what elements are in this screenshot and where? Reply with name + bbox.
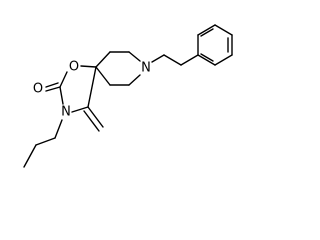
- bond-ph-6: [197, 24, 216, 36]
- bond-propyl-1: [54, 119, 63, 139]
- bond-pip-spiro-lower: [95, 66, 111, 86]
- atom-carbonyl-oxygen: O: [33, 82, 43, 97]
- bond-pip-lower-n: [128, 74, 141, 86]
- bond-carbonyl-n: [59, 86, 64, 105]
- bond-carbonyl-1: [45, 86, 61, 92]
- piperidine-ring: [95, 51, 141, 86]
- bond-ph-inner-2: [200, 53, 214, 62]
- bond-linker-1: [180, 54, 199, 66]
- bond-pip-upper-spiro: [95, 51, 111, 68]
- bond-c4-spiro: [87, 66, 97, 108]
- propyl-chain: [23, 119, 63, 168]
- bond-o-carbonyl: [59, 71, 68, 88]
- bond-ph-4: [197, 54, 216, 66]
- bond-linker-2: [163, 54, 182, 66]
- bond-methylene-2: [83, 110, 100, 132]
- atom-piperidine-nitrogen: N: [141, 61, 151, 76]
- ethyl-linker: [151, 54, 199, 66]
- bond-linker-3: [151, 54, 165, 63]
- oxazolidinone-ring: [59, 65, 97, 113]
- bond-ph-1: [214, 24, 233, 36]
- atom-ring-nitrogen: N: [61, 105, 71, 120]
- bond-propyl-2: [35, 137, 56, 146]
- bond-ph-3: [214, 54, 233, 66]
- methylene-group: [83, 106, 104, 132]
- bond-methylene-1: [87, 106, 104, 128]
- carbonyl-group: [45, 82, 61, 92]
- bond-carbonyl-2: [45, 82, 59, 88]
- bond-propyl-3: [23, 144, 37, 168]
- bond-pip-n-upper: [128, 51, 141, 62]
- bond-n-c4: [71, 106, 89, 113]
- phenyl-ring: [197, 24, 233, 66]
- atom-ring-oxygen: O: [69, 60, 79, 75]
- chemical-structure-diagram: O O N N: [23, 24, 233, 168]
- bond-spiro-o: [80, 65, 97, 68]
- bond-ph-inner-3: [200, 28, 214, 37]
